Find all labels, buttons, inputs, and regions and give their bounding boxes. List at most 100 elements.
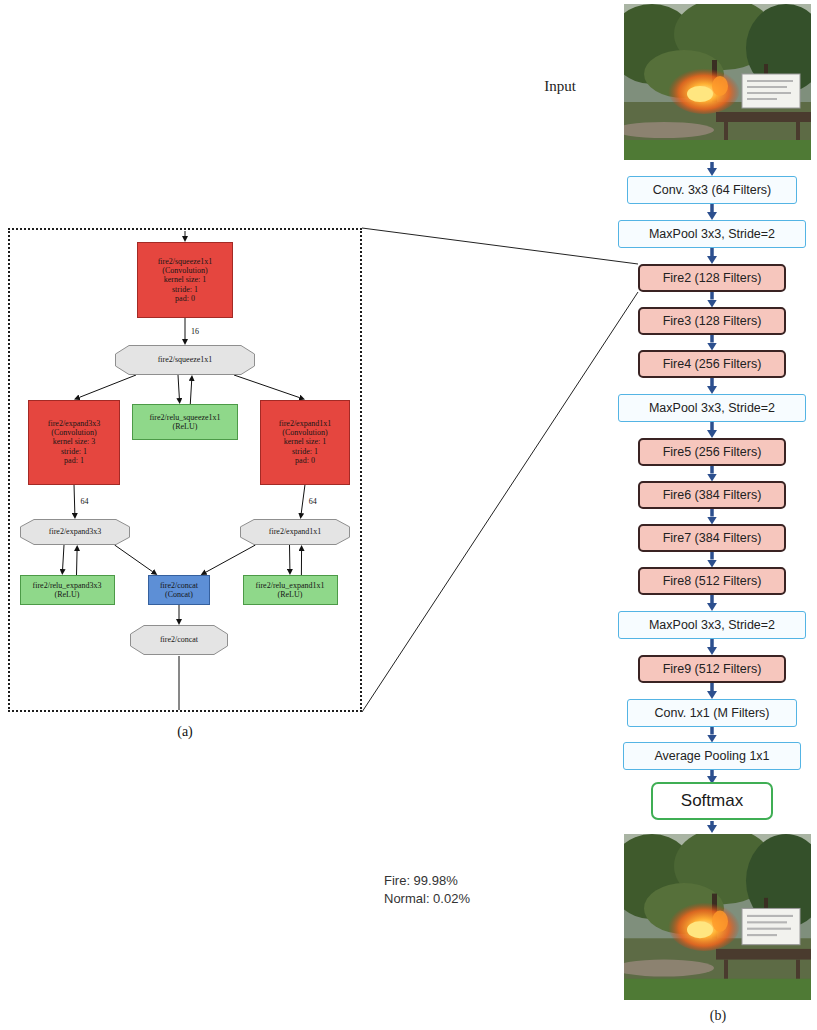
arrow-connector [76, 551, 78, 575]
leader-line [362, 228, 638, 264]
layer-label: Average Pooling 1x1 [654, 749, 769, 763]
arrow-connector [301, 551, 302, 575]
arrow-connector [178, 375, 179, 398]
convolution-layer: fire2/squeeze1x1(Convolution)kernel size… [137, 242, 233, 318]
layer-label: Conv. 3x3 (64 Filters) [653, 183, 772, 197]
layer-label: Conv. 1x1 (M Filters) [654, 706, 769, 720]
arrow-connector [710, 595, 714, 603]
layer-label: pad: 0 [295, 456, 315, 465]
arrow-connector [710, 683, 714, 691]
relu-layer: fire2/relu_expand1x1(ReLU) [243, 575, 338, 605]
octagon-shape [131, 626, 228, 655]
softmax-box: Softmax [651, 782, 773, 820]
arrow-connector [710, 552, 714, 560]
layer-label: pad: 0 [175, 294, 195, 303]
convolution-layer: fire2/expand1x1(Convolution)kernel size:… [260, 400, 350, 485]
layer-label: Fire5 (256 Filters) [663, 445, 762, 459]
layer-box: Conv. 3x3 (64 Filters) [627, 176, 797, 204]
layer-label: Fire2 (128 Filters) [663, 271, 762, 285]
arrow-connector [185, 318, 186, 339]
layer-box: MaxPool 3x3, Stride=2 [618, 611, 806, 639]
layer-label: fire2/relu_expand1x1 [256, 581, 325, 590]
octagon-shape [116, 346, 255, 375]
input-image [608, 0, 817, 160]
arrow-connector [179, 605, 180, 619]
relu-layer: fire2/relu_expand3x3(ReLU) [20, 575, 115, 605]
layer-label: fire2/concat [160, 581, 198, 590]
layer-box: Average Pooling 1x1 [623, 742, 801, 770]
arrow-connector [710, 727, 714, 735]
blob-octagon: fire2/squeeze1x1 [115, 345, 255, 375]
layer-label: (Convolution) [282, 428, 327, 437]
layer-label: fire2/concat [160, 635, 198, 644]
layer-box: MaxPool 3x3, Stride=2 [618, 394, 806, 422]
leader-line [362, 292, 638, 712]
arrow-connector [710, 378, 714, 386]
layer-box: Conv. 1x1 (M Filters) [627, 699, 797, 727]
fire-module-box: Fire8 (512 Filters) [638, 567, 786, 595]
layer-label: MaxPool 3x3, Stride=2 [649, 227, 775, 241]
layer-label: kernel size: 1 [284, 437, 327, 446]
arrow-connector [115, 545, 153, 572]
layer-label: (Convolution) [51, 428, 96, 437]
arrow-connector [234, 375, 299, 398]
layer-label: (Concat) [165, 590, 193, 599]
layer-label: fire2/relu_squeeze1x1 [149, 413, 220, 422]
arrow-connector [710, 292, 714, 300]
edge-label: 64 [80, 497, 90, 506]
concat-layer: fire2/concat(Concat) [148, 575, 210, 605]
layer-label: Fire8 (512 Filters) [663, 574, 762, 588]
layer-label: Fire6 (384 Filters) [663, 488, 762, 502]
fire-module-box: Fire9 (512 Filters) [638, 655, 786, 683]
flow-arrow [710, 162, 714, 168]
layer-label: Fire7 (384 Filters) [663, 531, 762, 545]
convolution-layer: fire2/expand3x3(Convolution)kernel size:… [28, 400, 120, 485]
zoom-panel: (a)fire2/squeeze1x1(Convolution)kernel s… [8, 228, 362, 712]
blob-octagon: fire2/expand3x3 [20, 519, 130, 545]
edge-label: 64 [308, 497, 318, 506]
arrow-connector [710, 204, 714, 212]
fire-module-box: Fire2 (128 Filters) [638, 264, 786, 292]
layer-label: kernel size: 3 [53, 437, 96, 446]
flow-arrow [710, 821, 714, 825]
graph-arrow [185, 231, 186, 236]
fire-module-box: Fire4 (256 Filters) [638, 350, 786, 378]
layer-label: (ReLU) [278, 590, 303, 599]
arrow-connector [301, 485, 305, 514]
panel-caption: (a) [177, 724, 193, 740]
layer-label: fire2/expand3x3 [48, 419, 100, 428]
blob-octagon: fire2/expand1x1 [240, 519, 350, 545]
layer-label: fire2/squeeze1x1 [158, 257, 213, 266]
layer-label: (Convolution) [162, 266, 207, 275]
graph-line [179, 656, 180, 710]
arrow-connector [710, 335, 714, 343]
arrow-connector [710, 639, 714, 647]
blob-octagon: fire2/concat [130, 625, 228, 655]
fire-module-box: Fire3 (128 Filters) [638, 307, 786, 335]
layer-label: Fire4 (256 Filters) [663, 357, 762, 371]
relu-layer: fire2/relu_squeeze1x1(ReLU) [132, 404, 238, 440]
layer-label: (ReLU) [55, 590, 80, 599]
layer-label: fire2/expand1x1 [279, 419, 331, 428]
arrow-connector [63, 545, 64, 569]
input-label: Input [544, 78, 576, 95]
arrow-connector [710, 509, 714, 517]
layer-box: MaxPool 3x3, Stride=2 [618, 220, 806, 248]
arrow-connector [710, 422, 714, 430]
layer-label: MaxPool 3x3, Stride=2 [649, 618, 775, 632]
layer-label: fire2/expand3x3 [49, 527, 101, 536]
edge-label: 16 [190, 327, 200, 336]
arrow-connector [710, 248, 714, 256]
layer-label: stride: 1 [172, 285, 198, 294]
layer-label: fire2/squeeze1x1 [158, 355, 213, 364]
layer-label: Fire3 (128 Filters) [663, 314, 762, 328]
layer-label: stride: 1 [61, 447, 87, 456]
layer-label: kernel size: 1 [164, 275, 207, 284]
arrow-connector [710, 770, 714, 776]
arrow-connector [289, 545, 290, 569]
layer-label: stride: 1 [292, 447, 318, 456]
layer-label: (ReLU) [173, 422, 198, 431]
octagon-shape [241, 520, 350, 545]
result-text: Fire: 99.98% [384, 873, 458, 888]
